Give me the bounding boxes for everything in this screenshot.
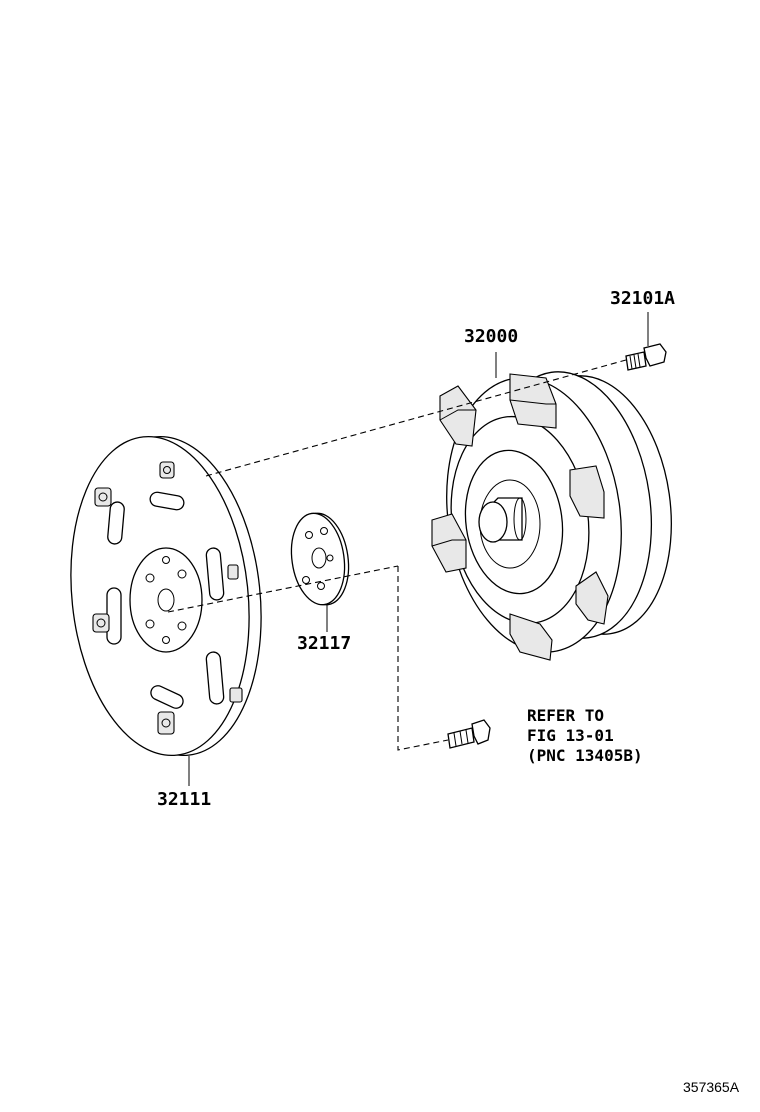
converter-lug xyxy=(431,373,609,661)
part-label-bolt: 32101A xyxy=(610,288,675,309)
torque-converter xyxy=(431,371,672,661)
drive-plate xyxy=(70,435,262,757)
reference-line-2: FIG 13-01 xyxy=(527,726,614,745)
figure-id: 357365A xyxy=(683,1079,740,1095)
reference-line-3: (PNC 13405B) xyxy=(527,746,643,765)
part-label-torque-converter: 32000 xyxy=(464,326,518,347)
reference-bolt xyxy=(447,719,491,749)
spacer xyxy=(290,512,350,606)
converter-bolt xyxy=(625,343,667,371)
leader-lines xyxy=(188,312,649,786)
assembly-lines xyxy=(167,359,627,751)
plate-boss xyxy=(92,461,243,735)
part-label-spacer: 32117 xyxy=(297,633,351,654)
part-label-drive-plate: 32111 xyxy=(157,789,211,810)
reference-line-1: REFER TO xyxy=(527,706,604,725)
